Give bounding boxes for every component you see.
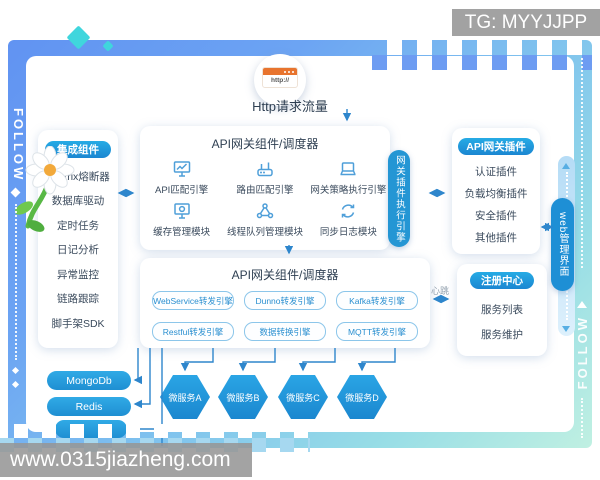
module-thread-queue: 线程队列管理模块	[223, 201, 306, 238]
http-browser-icon: http://	[254, 54, 306, 106]
router-icon	[257, 162, 273, 177]
plugins-panel-title: API网关插件	[458, 138, 534, 155]
datastore-redis: Redis	[47, 397, 131, 416]
monitor-chart-icon	[173, 161, 190, 177]
up-arrow-icon	[577, 296, 587, 308]
flower-decoration	[14, 146, 75, 232]
registry-item-service-list: 服务列表	[481, 304, 523, 316]
dotted-line-right-top	[581, 58, 583, 268]
engine-restful: Restful转发引擎	[152, 322, 234, 341]
gateway-plugin-exec-tag: 网关插件执行引擎	[388, 150, 410, 247]
module-sync-log: 同步日志模块	[307, 201, 390, 238]
module-label: 线程队列管理模块	[226, 227, 303, 238]
registry-item-service-maintain: 服务维护	[481, 329, 523, 341]
sidebar-item-db-driver: 数据库驱动	[51, 195, 105, 208]
sidebar-item-exception-monitor: 异常监控	[57, 268, 99, 281]
http-flow-label: Http请求流量	[252, 99, 328, 114]
module-cache-manage: 缓存管理模块	[140, 201, 223, 238]
follow-text-right: FOLLOW	[575, 315, 590, 390]
datastore-mongodb: MongoDb	[47, 371, 131, 390]
dotted-line-right-bottom	[581, 398, 583, 438]
module-gateway-strategy: 网关策略执行引擎	[307, 159, 390, 196]
browser-bar-icon	[263, 68, 297, 75]
module-label: 网关策略执行引擎	[310, 185, 387, 196]
gateway-box2-title: API网关组件/调度器	[231, 268, 339, 282]
gateway-components-box2: API网关组件/调度器 WebService转发引擎 Dunno转发引擎 Kaf…	[140, 258, 430, 348]
http-url-label: http://	[270, 77, 290, 84]
heartbeat-label: 心跳	[431, 286, 450, 296]
dotted-line-left	[15, 204, 17, 360]
module-route-match: 路由匹配引擎	[223, 159, 306, 196]
gateway-box1-title: API网关组件/调度器	[211, 137, 319, 151]
plugin-item-auth: 认证插件	[475, 165, 517, 178]
web-admin-tag: web管理界面	[551, 198, 574, 291]
plugin-item-loadbalance: 负载均衡插件	[464, 187, 528, 200]
down-arrow-icon	[562, 326, 570, 336]
module-label: 缓存管理模块	[153, 227, 211, 238]
plugin-item-security: 安全插件	[475, 209, 517, 222]
plugin-item-other: 其他插件	[475, 231, 517, 244]
monitor-settings-icon	[173, 203, 190, 219]
module-label: API匹配引擎	[155, 185, 209, 196]
registry-panel: 注册中心 服务列表 服务维护	[457, 264, 547, 356]
follow-text-left: FOLLOW	[11, 108, 26, 183]
watermark-url: www.0315jiazheng.com	[0, 443, 252, 477]
sidebar-item-trace: 链路跟踪	[57, 293, 99, 306]
gateway-components-box1: API网关组件/调度器 API匹配引擎	[140, 126, 390, 250]
sidebar-item-scaffold-sdk: 脚手架SDK	[51, 317, 105, 330]
thread-queue-icon	[256, 203, 274, 219]
sidebar-item-scheduled-task: 定时任务	[57, 219, 99, 232]
laptop-icon	[340, 162, 357, 176]
sync-icon	[342, 204, 355, 218]
engine-data-convert: 数据转换引擎	[244, 322, 326, 341]
tg-banner: TG: MYYJJPP	[452, 9, 600, 36]
registry-title: 注册中心	[470, 272, 534, 289]
engine-dunno: Dunno转发引擎	[244, 291, 326, 310]
module-label: 同步日志模块	[319, 227, 377, 238]
engine-kafka: Kafka转发引擎	[336, 291, 418, 310]
engine-mqtt: MQTT转发引擎	[336, 322, 418, 341]
up-arrow-icon	[562, 159, 570, 169]
module-label: 路由匹配引擎	[236, 185, 294, 196]
api-gateway-plugins-panel: API网关插件 认证插件 负载均衡插件 安全插件 其他插件	[452, 128, 540, 254]
sidebar-item-log-analysis: 日记分析	[57, 244, 99, 257]
module-api-match: API匹配引擎	[140, 159, 223, 196]
engine-webservice: WebService转发引擎	[152, 291, 234, 310]
datastore-hidden-pill	[55, 420, 127, 438]
